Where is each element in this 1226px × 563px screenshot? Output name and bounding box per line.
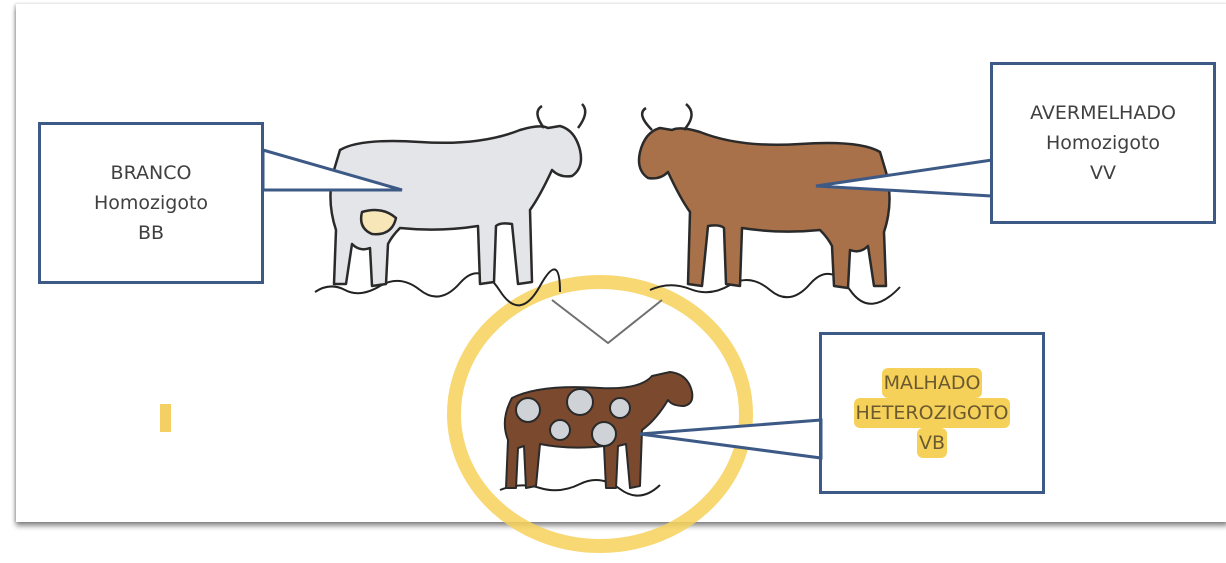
spot-4: [550, 420, 570, 440]
yellow-marker: [160, 404, 171, 432]
callout-red-line2: Homozigoto: [993, 128, 1213, 158]
callout-spotted: MALHADO HETEROZIGOTO VB: [819, 332, 1045, 494]
spot-3: [610, 398, 630, 418]
pointer-spotted: [640, 420, 821, 458]
callout-white-line1: BRANCO: [41, 158, 261, 188]
callout-white-line3: BB: [41, 218, 261, 248]
callout-spotted-line2: HETEROZIGOTO: [854, 398, 1011, 428]
callout-white-line2: Homozigoto: [41, 188, 261, 218]
callout-red-line3: VV: [993, 158, 1213, 188]
white-cow-image: [330, 104, 585, 286]
spot-2: [567, 389, 593, 415]
spot-5: [592, 422, 616, 446]
spotted-cow-image: [505, 372, 693, 488]
callout-red-line1: AVERMELHADO: [993, 98, 1213, 128]
callout-red: AVERMELHADO Homozigoto VV: [990, 62, 1216, 224]
spot-1: [516, 398, 540, 422]
callout-white: BRANCO Homozigoto BB: [38, 122, 264, 284]
red-cow-image: [639, 104, 890, 288]
cross-chevron: [552, 300, 662, 343]
callout-spotted-line3: VB: [917, 428, 947, 458]
callout-spotted-line1: MALHADO: [882, 368, 983, 398]
